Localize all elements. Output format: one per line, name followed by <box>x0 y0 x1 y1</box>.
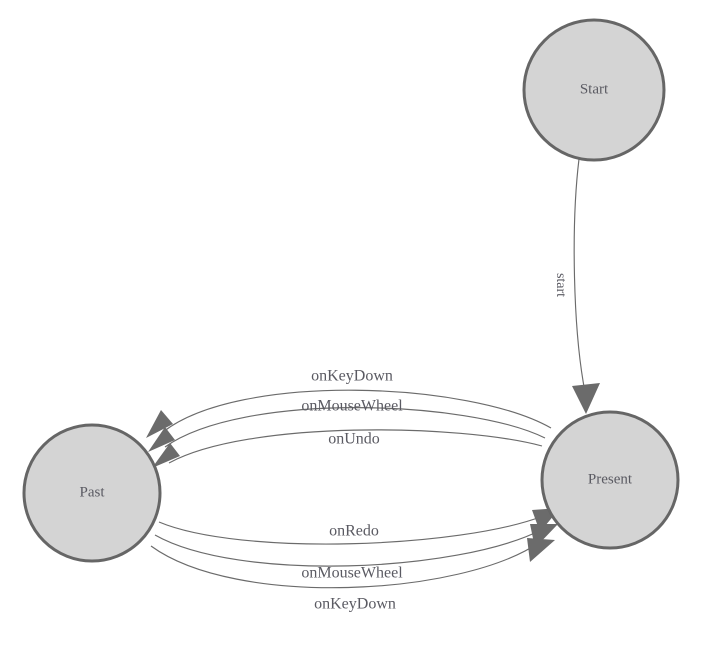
edge-label-past-present-onmousewheel: onMouseWheel <box>301 565 403 582</box>
node-past[interactable]: Past <box>22 423 162 563</box>
edge-present-to-past-onundo-arrowhead <box>152 443 180 468</box>
node-start-circle <box>522 18 666 162</box>
edge-present-to-past-onundo-path <box>168 429 543 464</box>
edge-label-present-past-onundo: onUndo <box>328 431 380 448</box>
node-present-circle <box>540 410 680 550</box>
edge-start-to-present[interactable]: start <box>553 158 600 414</box>
edge-past-to-present-onredo-path <box>158 515 544 545</box>
edge-start-to-present-path <box>573 158 586 393</box>
edge-label-past-present-onredo: onRedo <box>329 523 379 540</box>
edge-present-to-past-onundo[interactable]: onUndo <box>152 429 543 468</box>
edge-past-to-present-onkeydown-arrowhead <box>527 538 555 562</box>
edge-present-to-past-onmousewheel[interactable]: onMouseWheel <box>148 398 546 452</box>
edge-past-to-present-onkeydown[interactable]: onKeyDown <box>150 538 555 613</box>
edge-label-past-present-onkeydown: onKeyDown <box>314 596 396 613</box>
edge-start-to-present-arrowhead <box>572 383 600 414</box>
edge-label-start: start <box>553 273 568 297</box>
node-start[interactable]: Start <box>522 18 666 162</box>
edge-past-to-present-onredo[interactable]: onRedo <box>158 508 560 545</box>
node-past-circle <box>22 423 162 563</box>
node-present[interactable]: Present <box>540 410 680 550</box>
edge-present-to-past-onmousewheel-arrowhead <box>148 427 175 452</box>
edge-present-to-past-onkeydown-path <box>162 389 552 433</box>
edge-past-to-present-onkeydown-path <box>150 541 541 589</box>
edge-present-to-past-onkeydown-arrowhead <box>146 410 173 438</box>
edge-past-to-present-onmousewheel[interactable]: onMouseWheel <box>154 524 558 582</box>
edge-label-present-past-onkeydown: onKeyDown <box>311 368 393 385</box>
edge-label-present-past-onmousewheel: onMouseWheel <box>301 398 403 415</box>
edge-past-to-present-onmousewheel-path <box>154 529 542 567</box>
edge-present-to-past-onmousewheel-path <box>164 407 546 448</box>
